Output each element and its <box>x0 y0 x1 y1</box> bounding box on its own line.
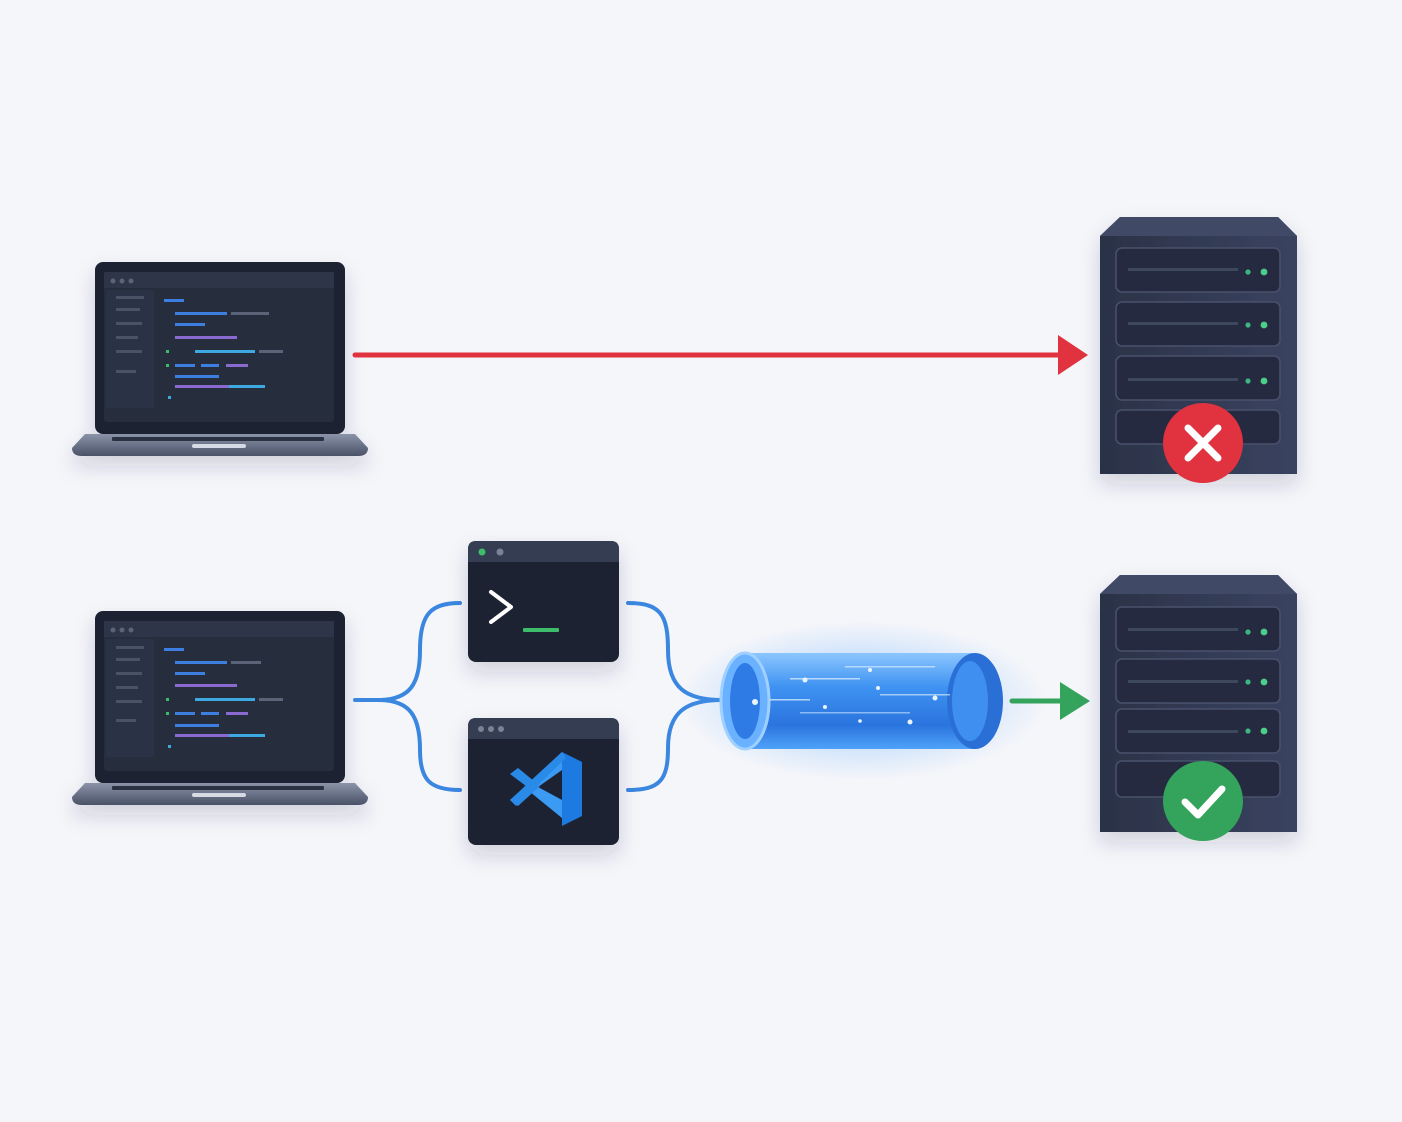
terminal-prompt-icon <box>489 590 559 632</box>
code-lines-top <box>116 296 283 399</box>
tunnel <box>677 621 1047 781</box>
direct-connection-arrow <box>352 335 1088 375</box>
laptop-top <box>72 262 368 456</box>
server-bottom <box>1100 575 1297 832</box>
server-top <box>1100 217 1297 474</box>
terminal-window <box>468 541 619 662</box>
code-lines-bottom <box>116 646 283 748</box>
code-editor-window <box>468 718 619 845</box>
laptop-bottom <box>72 611 368 805</box>
tunnel-particles <box>752 666 950 725</box>
x-icon <box>1163 403 1243 483</box>
success-connection-arrow <box>1009 682 1090 720</box>
check-icon <box>1163 761 1243 841</box>
vscode-icon <box>510 752 582 826</box>
